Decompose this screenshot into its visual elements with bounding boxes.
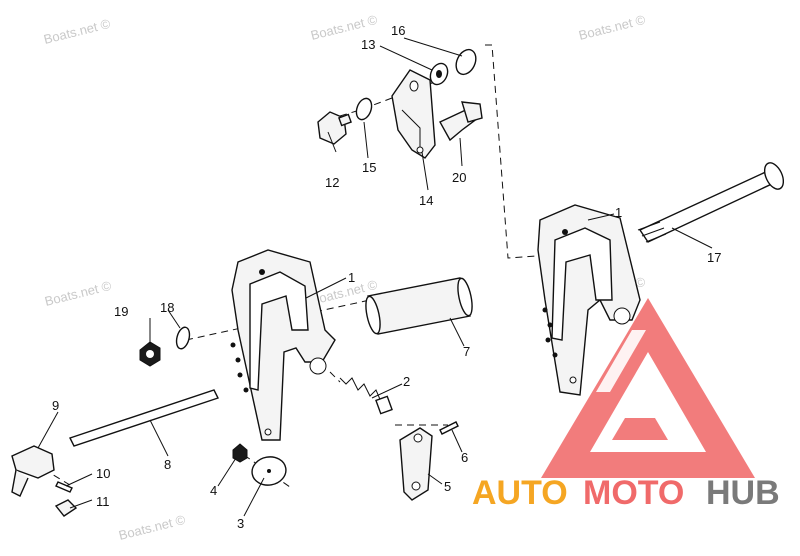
callout-12: 12 [325, 175, 339, 190]
part-10-pin [55, 481, 73, 493]
part-15-washer [355, 97, 373, 121]
logo-text-auto: AUTO [472, 474, 568, 512]
callout-18: 18 [160, 300, 174, 315]
callout-2: 2 [403, 374, 410, 389]
callout-13: 13 [361, 37, 375, 52]
callout-labels: 16 13 12 15 14 20 1 17 1 7 2 6 5 8 19 18… [52, 23, 721, 531]
callout-3: 3 [237, 516, 244, 531]
part-20-bolt [439, 101, 483, 142]
callout-20: 20 [452, 170, 466, 185]
callout-14: 14 [419, 193, 433, 208]
part-18-washer [175, 326, 191, 350]
callout-4: 4 [210, 483, 217, 498]
leader-lines [37, 37, 713, 517]
logo-triangle-cutout-icon [590, 352, 706, 452]
part-12-knob [317, 111, 352, 145]
callout-15: 15 [362, 160, 376, 175]
part-17-tilt-bolt [637, 162, 785, 243]
part-11-clip [54, 499, 78, 517]
part-3-pad [251, 456, 287, 486]
watermark: Boats.net © [117, 512, 187, 543]
part-14-tilt-lever [391, 69, 436, 159]
part-19-nut [139, 341, 161, 367]
part-1-clamp-bracket-right [537, 204, 641, 396]
part-1-clamp-bracket-left [230, 249, 336, 441]
part-6-pin [439, 421, 459, 435]
part-5-lever [399, 427, 433, 501]
logo-text-moto: MOTO [583, 474, 684, 512]
watermark: Boats.net © [577, 12, 647, 43]
callout-9: 9 [52, 398, 59, 413]
callout-6: 6 [461, 450, 468, 465]
part-16-snap-ring [455, 48, 477, 76]
part-13-washer [429, 62, 449, 86]
watermark: Boats.net © [42, 16, 112, 47]
part-7-tube [365, 277, 473, 335]
watermark: Boats.net © [43, 278, 113, 309]
callout-1-right: 1 [615, 205, 622, 220]
callout-7: 7 [463, 344, 470, 359]
logo-text-hub: HUB [706, 474, 780, 512]
callout-10: 10 [96, 466, 110, 481]
callout-5: 5 [444, 479, 451, 494]
part-4-nut [232, 443, 248, 463]
callout-19: 19 [114, 304, 128, 319]
part-2-spring [339, 377, 393, 415]
part-9-clip [11, 445, 55, 497]
callout-16: 16 [391, 23, 405, 38]
callout-17: 17 [707, 250, 721, 265]
callout-1-left: 1 [348, 270, 355, 285]
callout-8: 8 [164, 457, 171, 472]
part-8-rod [69, 389, 219, 447]
automotohub-logo: AUTO MOTO HUB [472, 298, 780, 512]
callout-11: 11 [96, 494, 110, 509]
